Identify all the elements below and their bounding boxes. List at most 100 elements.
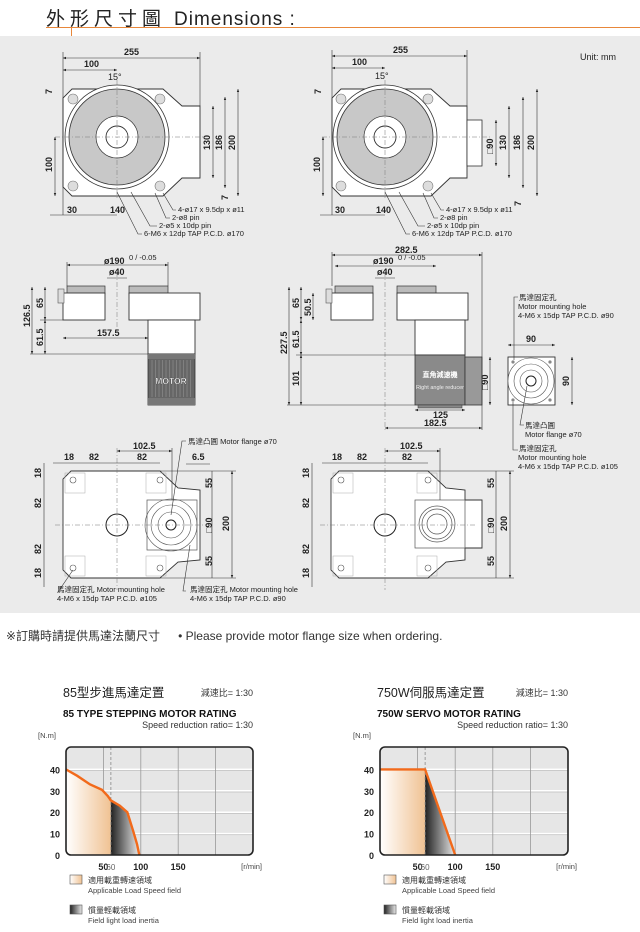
dim-tolerance: 0 / -0.05 (129, 253, 157, 262)
callout-tap: 6-M6 x 12dp TAP P.C.D. ø170 (412, 229, 512, 238)
section-title-cn: 外形尺寸圖 (46, 9, 167, 30)
x-tick-label: 50 (413, 862, 423, 872)
x-tick-label: 60 (106, 863, 115, 872)
dim-61-5: 61.5 (35, 328, 45, 346)
y-tick-label: 0 (369, 851, 374, 861)
callout-mount-105-spec: 4-M6 x 15dp TAP P.C.D. ø105 (57, 594, 157, 603)
servo-motor-rating-chart: 750W伺服馬達定置減速比= 1:30750W SERVO MOTOR RATI… (353, 685, 577, 925)
dim-18-left-top: 18 (301, 468, 311, 478)
dim-157-5: 157.5 (97, 328, 120, 338)
title-tick (71, 27, 72, 36)
x-tick-label: 150 (485, 862, 500, 872)
chart-subtitle: Speed reduction ratio= 1:30 (457, 720, 568, 730)
dim-82-a: 82 (89, 452, 99, 462)
applicable-load-speed-area (380, 769, 426, 855)
legend-inertia-cn: 慣量輕載領域 (402, 905, 450, 915)
legend-swatch-applicable (69, 874, 83, 885)
bottom-view-a: 102.5 18 82 82 6.5 18 82 82 18 55 □90 55… (33, 436, 298, 603)
x-tick-label: 50 (98, 862, 108, 872)
y-tick-label: 30 (50, 787, 60, 797)
dim-82-b: 82 (137, 452, 147, 462)
y-tick-label: 10 (50, 830, 60, 840)
dim-dia40: ø40 (377, 267, 393, 277)
callout-mount2-en: Motor mounting hole (518, 453, 586, 462)
dim-6-5: 6.5 (192, 452, 205, 462)
callout-mount2-cn: 馬達固定孔 (519, 443, 557, 453)
callout-pin-5: 2-ø5 x 10dp pin (159, 221, 211, 230)
dim-82-b: 82 (402, 452, 412, 462)
dim-82-left-b: 82 (301, 544, 311, 554)
reducer-label-cn: 直角減速機 (423, 370, 458, 379)
dim-100-v: 100 (44, 157, 54, 172)
dim-7-bottom: 7 (513, 201, 523, 206)
applicable-load-speed-area (66, 769, 111, 855)
plot-border (379, 746, 569, 856)
motor-flange-view: 90 90 馬達固定孔 Motor mounting hole 4-M6 x 1… (507, 292, 618, 471)
chart-subtitle: Speed reduction ratio= 1:30 (142, 720, 253, 730)
callout-mount-90-label: 馬達固定孔 Motor mounting hole (190, 584, 298, 594)
dim-sq90: □90 (486, 518, 496, 533)
callout-counterbore: 4-ø17 x 9.5dp x ø11 (446, 205, 513, 214)
legend-applicable-cn: 適用載重轉速領域 (88, 875, 152, 885)
callout-pin-5: 2-ø5 x 10dp pin (427, 221, 479, 230)
dim-130: 130 (202, 135, 212, 150)
y-tick-label: 40 (50, 765, 60, 775)
reducer-block (414, 354, 466, 406)
legend-inertia-en: Field light load inertia (88, 916, 160, 925)
dim-tolerance: 0 / -0.05 (398, 253, 426, 262)
dim-15deg: 15° (108, 72, 122, 82)
x-axis-label: [r/min] (556, 862, 577, 871)
dim-186: 186 (512, 135, 522, 150)
chart-title: 750W SERVO MOTOR RATING (377, 709, 521, 720)
dim-65: 65 (291, 298, 301, 308)
dim-102-5: 102.5 (133, 441, 156, 451)
dim-82-a: 82 (357, 452, 367, 462)
callout-pin-8: 2-ø8 pin (172, 213, 200, 222)
dim-200: 200 (526, 135, 536, 150)
dim-100-v: 100 (312, 157, 322, 172)
dim-100: 100 (84, 59, 99, 69)
dim-55-top: 55 (204, 478, 214, 488)
legend-inertia-cn: 慣量輕載領域 (88, 905, 136, 915)
callout-mount-cn: 馬達固定孔 (519, 292, 557, 302)
callout-mount-90-spec: 4-M6 x 15dp TAP P.C.D. ø90 (190, 594, 286, 603)
dim-sq90: □90 (485, 139, 495, 154)
dim-126-5: 126.5 (22, 304, 32, 327)
light-load-inertia-area (110, 800, 140, 855)
dim-55-bottom: 55 (204, 556, 214, 566)
dim-130: 130 (498, 135, 508, 150)
dim-dia40: ø40 (109, 267, 125, 277)
ordering-note-cn: ※訂購時請提供馬達法蘭尺寸 (6, 629, 161, 643)
dim-282-5: 282.5 (395, 245, 418, 255)
y-tick-label: 20 (364, 808, 374, 818)
legend-applicable-en: Applicable Load Speed field (88, 886, 181, 895)
section-title-en: Dimensions : (174, 9, 296, 30)
x-tick-label: 60 (421, 863, 430, 872)
callout-flange-en: Motor flange ø70 (525, 430, 582, 439)
dim-55-bottom: 55 (486, 556, 496, 566)
callout-flange-cn: 馬達凸圓 (525, 420, 555, 430)
legend-swatch-inertia (383, 904, 397, 915)
y-tick-label: 10 (364, 830, 374, 840)
y-tick-label: 20 (50, 808, 60, 818)
unit-label: Unit: mm (580, 52, 616, 62)
side-view-a: MOTOR ø190 0 / -0.05 ø40 65 126.5 61.5 1… (22, 253, 201, 406)
legend-applicable-en: Applicable Load Speed field (402, 886, 495, 895)
dim-18-left-bottom: 18 (301, 568, 311, 578)
legend-swatch-inertia (69, 904, 83, 915)
top-view-a: 255 100 15° 7 100 130 186 200 7 30 140 4… (44, 47, 245, 238)
rating-curve (380, 768, 457, 855)
y-axis-label: [N.m] (353, 731, 371, 740)
dim-90-v: 90 (561, 376, 571, 386)
dim-dia190: ø190 (373, 256, 394, 266)
y-tick-label: 40 (364, 765, 374, 775)
ordering-note: ※訂購時請提供馬達法蘭尺寸• Please provide motor flan… (6, 627, 442, 644)
callout-mount-en: Motor mounting hole (518, 302, 586, 311)
dim-15deg: 15° (375, 71, 389, 81)
dim-82-left-a: 82 (33, 498, 43, 508)
callout-counterbore: 4-ø17 x 9.5dp x ø11 (178, 205, 245, 214)
dim-7-top: 7 (313, 89, 323, 94)
title-underline (46, 27, 640, 28)
dim-82-left-b: 82 (33, 544, 43, 554)
dim-30: 30 (335, 205, 345, 215)
